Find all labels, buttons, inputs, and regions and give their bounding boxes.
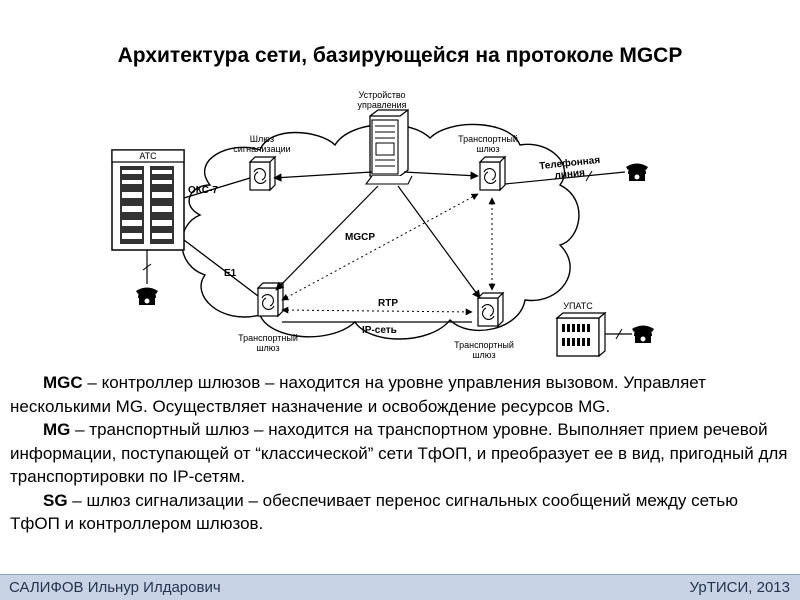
transport-gateway-icon: [479, 156, 506, 191]
oks7-label: ОКС-7: [188, 185, 218, 196]
mgcp-label: MGCP: [345, 232, 375, 243]
svg-text:Транспортный: Транспортный: [454, 340, 514, 350]
footer-bar: САЛИФОВ Ильнур Илдарович УрТИСИ, 2013: [0, 574, 800, 600]
paragraph-mgc: MGC – контроллер шлюзов – находится на у…: [10, 373, 706, 416]
signaling-gateway-icon: [249, 156, 276, 191]
svg-text:Шлюз: Шлюз: [250, 134, 274, 144]
slide-title: Архитектура сети, базирующейся на проток…: [117, 44, 683, 67]
footer-author: САЛИФОВ Ильнур Илдарович: [9, 579, 221, 596]
mgcp-network-diagram: АТС Устройство управления Шлюз сигнализа…: [111, 90, 654, 360]
svg-text:шлюз: шлюз: [472, 350, 495, 360]
paragraph-mg: MG – транспортный шлюз – находится на тр…: [10, 420, 788, 486]
atc-label: АТС: [139, 151, 157, 161]
transport-gateway-icon: [257, 282, 284, 317]
paragraph-sg: SG – шлюз сигнализации – обеспечивает пе…: [10, 490, 738, 534]
e1-label: E1: [224, 268, 237, 279]
svg-text:сигнализации: сигнализации: [233, 144, 290, 154]
pbx-icon: [555, 311, 607, 358]
ip-network-label: IP-сеть: [362, 325, 397, 336]
rtp-label: RTP: [378, 298, 398, 309]
svg-text:управления: управления: [357, 100, 406, 110]
svg-text:шлюз: шлюз: [256, 343, 279, 353]
transport-gateway-icon: [477, 292, 504, 327]
footer-org-year: УрТИСИ, 2013: [689, 579, 790, 596]
upats-label: УПАТС: [563, 301, 593, 311]
telephone-icon: [626, 163, 648, 181]
server-icon: [364, 108, 413, 185]
svg-text:Транспортный: Транспортный: [238, 333, 298, 343]
svg-text:Транспортный: Транспортный: [458, 134, 518, 144]
atc-icon: [111, 149, 185, 251]
telephone-icon: [632, 325, 654, 343]
description-text: MGC – контроллер шлюзов – находится на у…: [10, 371, 790, 536]
telephone-icon: [136, 287, 158, 305]
svg-text:шлюз: шлюз: [476, 144, 499, 154]
svg-text:линия: линия: [554, 167, 586, 181]
svg-text:Устройство: Устройство: [358, 90, 405, 100]
